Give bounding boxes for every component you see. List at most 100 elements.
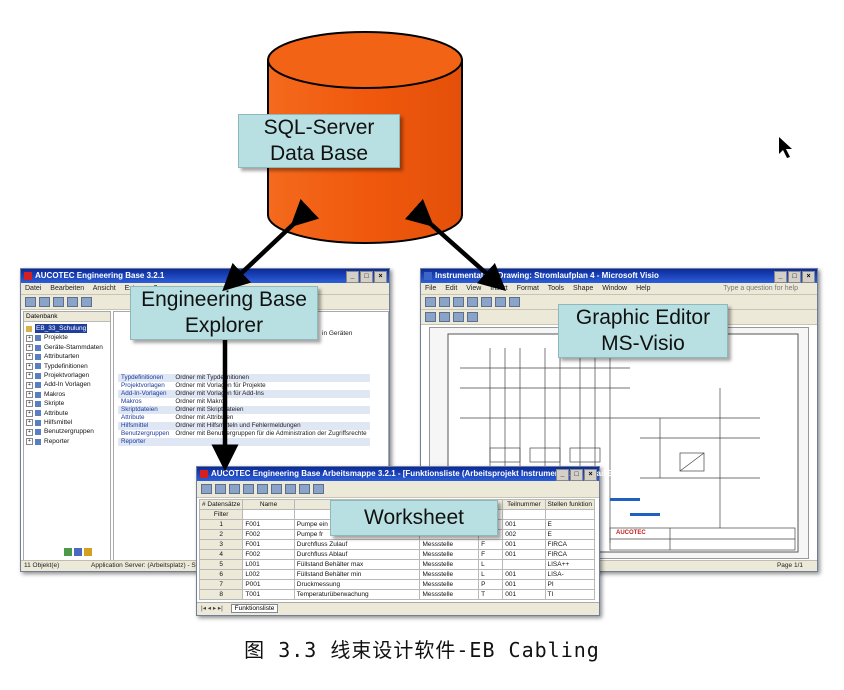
visio-menu-window[interactable]: Window bbox=[602, 285, 628, 292]
sheet-tab-funktionsliste[interactable]: Funktionsliste bbox=[230, 604, 279, 613]
explorer-list-row[interactable]: Makros Ordner mit Makros bbox=[118, 398, 370, 406]
visio-help-input[interactable]: Type a question for help bbox=[723, 285, 798, 292]
visio-minimize-button[interactable]: _ bbox=[774, 271, 787, 283]
ws-close-button[interactable]: × bbox=[584, 469, 597, 481]
explorer-list-name: Benutzergruppen bbox=[121, 430, 170, 437]
tree-nav-icons bbox=[64, 548, 92, 556]
nav-blue-icon[interactable] bbox=[74, 548, 82, 556]
tree-item-makros[interactable]: +Makros bbox=[26, 390, 103, 399]
visio-maximize-button[interactable]: □ bbox=[788, 271, 801, 283]
tree-item-root[interactable]: EB_33_Schulung bbox=[26, 324, 103, 334]
close-button[interactable]: × bbox=[374, 271, 387, 283]
explorer-list-desc: Ordner mit Attributen bbox=[175, 414, 234, 421]
ws-paste-icon[interactable] bbox=[257, 484, 268, 494]
tree-item-reporter[interactable]: +Reporter bbox=[26, 437, 103, 446]
visio-close-button[interactable]: × bbox=[802, 271, 815, 283]
visio-new-icon[interactable] bbox=[425, 297, 436, 307]
arrow-db-explorer bbox=[222, 198, 320, 292]
aucotec-logo-icon bbox=[24, 272, 32, 280]
visio-menu-format[interactable]: Format bbox=[516, 285, 539, 292]
tree-item-projekte[interactable]: +Projekte bbox=[26, 333, 103, 342]
visio-menu-shape[interactable]: Shape bbox=[573, 285, 594, 292]
ws-new-icon[interactable] bbox=[201, 484, 212, 494]
ws-sum-icon[interactable] bbox=[285, 484, 296, 494]
tree-item-benutzergruppen[interactable]: +Benutzergruppen bbox=[26, 427, 103, 436]
explorer-list-row[interactable]: Attribute Ordner mit Attributen bbox=[118, 414, 370, 422]
visio-menubar: File Edit View Insert Format Tools Shape… bbox=[421, 283, 817, 295]
explorer-list-desc: Ordner mit Makros bbox=[175, 398, 228, 405]
tree-item-addin[interactable]: +Add-In Vorlagen bbox=[26, 380, 103, 389]
tree-item-stammdaten[interactable]: +Geräte-Stammdaten bbox=[26, 343, 103, 352]
cell-desc[interactable]: Temperaturüberwachung bbox=[293, 589, 421, 600]
cell-tn[interactable]: 001 bbox=[502, 589, 546, 600]
menu-bearbeiten[interactable]: Bearbeiten bbox=[50, 285, 85, 292]
explorer-list-name: Attribute bbox=[121, 414, 145, 421]
visio-menu-help[interactable]: Help bbox=[636, 285, 651, 292]
explorer-list-name: Add-In-Vorlagen bbox=[121, 390, 167, 397]
visio-save-icon[interactable] bbox=[453, 297, 464, 307]
menu-ansicht[interactable]: Ansicht bbox=[92, 285, 116, 292]
explorer-list-desc: Ordner mit Vorlagen für Projekte bbox=[175, 382, 266, 389]
visio-open-icon[interactable] bbox=[439, 297, 450, 307]
arrow-db-visio bbox=[404, 198, 507, 291]
ws-copy-icon[interactable] bbox=[243, 484, 254, 494]
visio-statusbar: Page 1/1 bbox=[421, 560, 817, 571]
tree-item-skripte[interactable]: +Skripte bbox=[26, 399, 103, 408]
tree-item-attribute[interactable]: +Attribute bbox=[26, 409, 103, 418]
visio-text-icon[interactable] bbox=[439, 312, 450, 322]
cell-sf[interactable]: TI bbox=[544, 589, 595, 600]
explorer-list-row[interactable]: Reporter bbox=[118, 438, 370, 446]
ws-save-icon[interactable] bbox=[229, 484, 240, 494]
ws-undo-icon[interactable] bbox=[299, 484, 310, 494]
ws-filter-icon[interactable] bbox=[313, 484, 324, 494]
delete-icon[interactable] bbox=[53, 297, 64, 307]
worksheet-titlebar: AUCOTEC Engineering Base Arbeitsmappe 3.… bbox=[197, 467, 632, 481]
view-icon[interactable] bbox=[81, 297, 92, 307]
cell-name[interactable]: T001 bbox=[242, 589, 295, 600]
menu-datei[interactable]: Datei bbox=[25, 285, 42, 292]
minimize-button[interactable]: _ bbox=[346, 271, 359, 283]
explorer-list-name: Skriptdateien bbox=[121, 406, 158, 413]
visio-pointer-icon[interactable] bbox=[425, 312, 436, 322]
ws-print-icon[interactable] bbox=[215, 484, 226, 494]
mouse-cursor-icon bbox=[779, 137, 792, 158]
visio-shape-icon[interactable] bbox=[467, 312, 478, 322]
titleblock-logo: AUCOTEC bbox=[616, 530, 646, 536]
visio-print-icon[interactable] bbox=[467, 297, 478, 307]
figure-caption: 图 3.3 线束设计软件-EB Cabling bbox=[244, 638, 600, 662]
sheet-nav-icon[interactable]: |◂ ◂ ▸ ▸| bbox=[201, 605, 223, 612]
ws-sort-icon[interactable] bbox=[271, 484, 282, 494]
properties-icon[interactable] bbox=[67, 297, 78, 307]
visio-copy-icon[interactable] bbox=[495, 297, 506, 307]
visio-paste-icon[interactable] bbox=[509, 297, 520, 307]
tree-item-hilfsmittel[interactable]: +Hilfsmittel bbox=[26, 418, 103, 427]
visio-menu-tools[interactable]: Tools bbox=[547, 285, 565, 292]
nav-yellow-icon[interactable] bbox=[84, 548, 92, 556]
nav-green-icon[interactable] bbox=[64, 548, 72, 556]
explorer-list-name: Makros bbox=[121, 398, 142, 405]
maximize-button[interactable]: □ bbox=[360, 271, 373, 283]
open-icon[interactable] bbox=[39, 297, 50, 307]
visio-cut-icon[interactable] bbox=[481, 297, 492, 307]
new-icon[interactable] bbox=[25, 297, 36, 307]
ws-minimize-button[interactable]: _ bbox=[556, 469, 569, 481]
tree-item-typdefinitionen[interactable]: +Typdefinitionen bbox=[26, 362, 103, 371]
tree-item-projektvorlagen[interactable]: +Projektvorlagen bbox=[26, 371, 103, 380]
visio-line-icon[interactable] bbox=[453, 312, 464, 322]
tree-item-attributarten[interactable]: +Attributarten bbox=[26, 352, 103, 361]
worksheet-aucotec-icon bbox=[200, 470, 208, 478]
explorer-list-name: Hilfsmittel bbox=[121, 422, 149, 429]
ws-maximize-button[interactable]: □ bbox=[570, 469, 583, 481]
